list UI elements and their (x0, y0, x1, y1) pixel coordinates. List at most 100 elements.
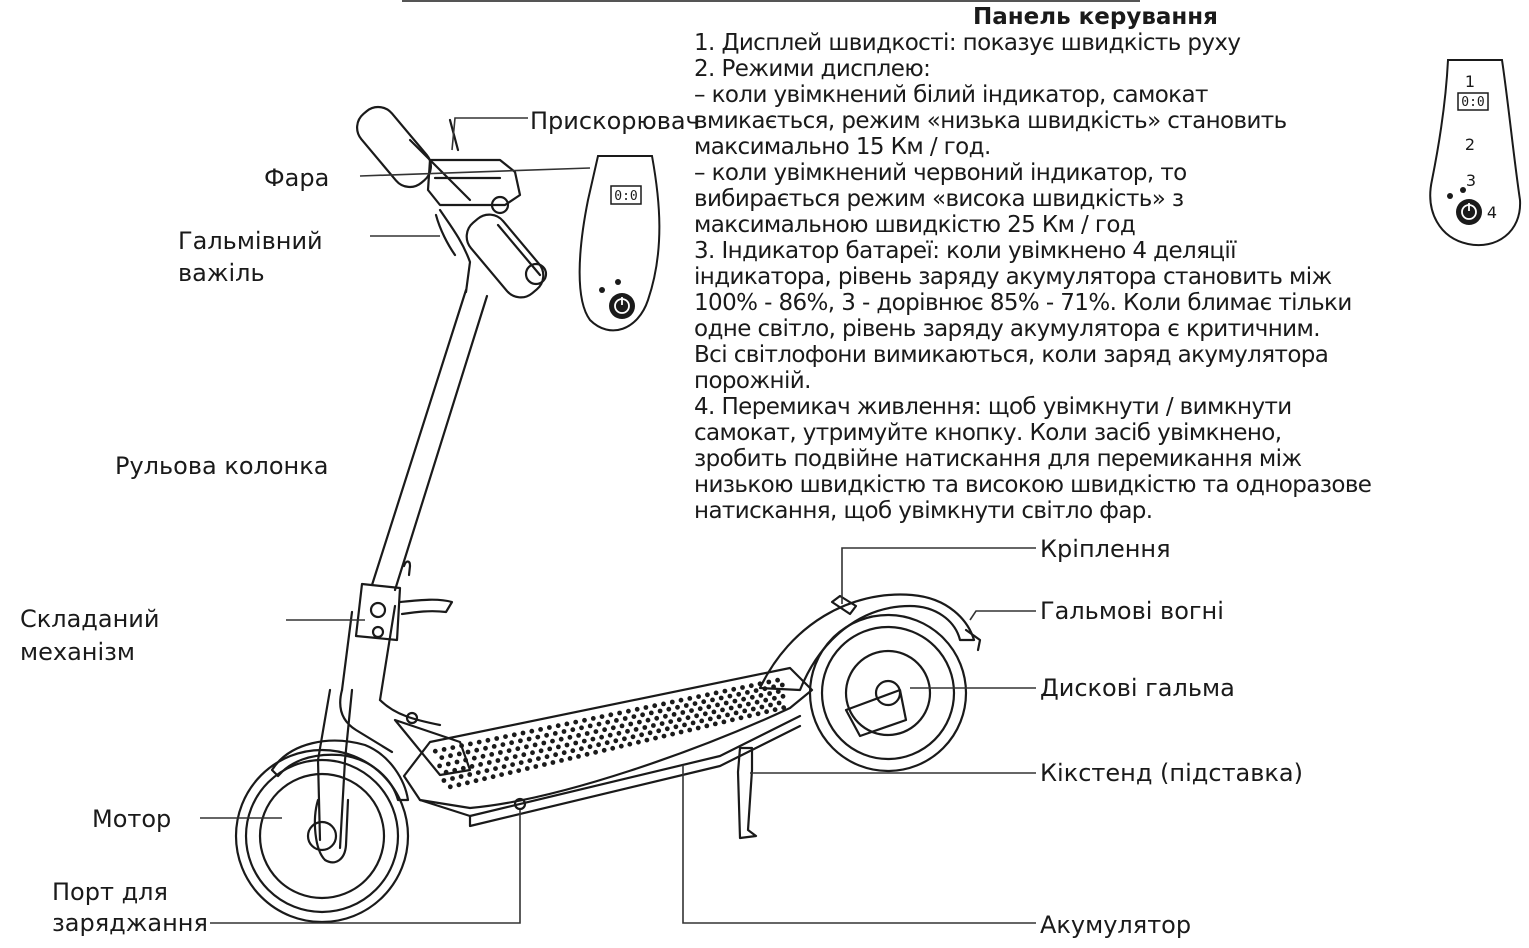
deck-grip-dot (441, 747, 447, 752)
deck-grip-dot (731, 686, 737, 692)
deck-grip-dot (495, 758, 501, 763)
deck-grip-dot (619, 723, 625, 729)
deck-grip-dot (521, 752, 527, 758)
panel-line: порожній. (694, 368, 811, 394)
front-wheel (234, 748, 410, 924)
deck-grip-dot (590, 736, 596, 742)
deck-grip-dot (567, 734, 573, 740)
deck-grip-dot (527, 758, 533, 763)
panel-line: максимальною швидкістю 25 Км / год (694, 212, 1136, 238)
control-panel-small: 0:0 (578, 155, 661, 332)
deck-grip-dot (728, 705, 734, 711)
deck-grip-dot (661, 701, 666, 707)
leader-brake-lights (969, 610, 1036, 621)
deck-grip-dot (747, 713, 752, 719)
deck-grip-dot (738, 715, 744, 721)
deck-grip-dot (675, 704, 680, 710)
deck-grip-dot (750, 706, 756, 712)
deck-grip-dot (518, 760, 524, 765)
label-brake-lever-1: Гальмівний (178, 227, 323, 255)
deck-grip-dot (648, 710, 654, 716)
deck-grip-dot (654, 715, 660, 721)
deck-grip-dot (558, 736, 564, 742)
deck-grip-dot (762, 686, 768, 692)
deck-grip-dot (447, 784, 453, 790)
handlebar (356, 105, 548, 299)
deck-grip-dot (491, 744, 497, 749)
deck-grip-dot (694, 713, 699, 719)
folding-mechanism-drawing (354, 560, 454, 642)
deck-grip-dot (593, 749, 598, 755)
deck-grip-dot (712, 721, 718, 727)
deck-grip-dot (506, 748, 512, 753)
deck-grip-dot (637, 719, 642, 725)
deck-grip-dot (604, 740, 610, 746)
deck-grip-dot (614, 718, 619, 723)
deck-grip-dot (780, 693, 786, 699)
label-steering-column: Рульова колонка (115, 452, 329, 480)
deck-grip-dot (581, 738, 587, 744)
deck-grip-dot (671, 712, 677, 717)
scooter-illustration (234, 105, 982, 924)
deck-grip-dot (547, 725, 552, 730)
power-button-small (609, 293, 635, 319)
deck-grip-dot (556, 744, 561, 750)
leader-accelerator (451, 117, 528, 151)
deck-grip-dot (730, 717, 735, 723)
deck-grip-dot (652, 703, 658, 709)
label-headlight: Фара (264, 164, 330, 192)
deck-grip-dot (579, 725, 584, 731)
deck-grip-dot (755, 711, 761, 717)
deck-grip-dot (668, 719, 674, 724)
deck-grip-dot (515, 746, 521, 752)
deck-grip-dot (723, 700, 729, 706)
deck-grip-dot (452, 767, 458, 773)
deck-grip-dot (499, 772, 504, 777)
panel-line: вмикається, режим «низька швидкість» ста… (694, 108, 1287, 134)
deck-grip-dot (626, 708, 631, 714)
deck-grip-dot (599, 734, 604, 740)
deck-grip-dot (538, 748, 544, 754)
label-accelerator: Прискорювач (530, 107, 700, 135)
deck-grip-dot (593, 729, 599, 734)
panel-line: 100% - 86%, 3 - дорівнює 85% - 71%. Коли… (694, 290, 1352, 316)
deck-grip-dot (690, 720, 696, 726)
deck-grip-dot (764, 709, 769, 715)
panel-line: 1. Дисплей швидкості: показує швидкість … (694, 30, 1241, 56)
deck-grip-dot (696, 694, 701, 699)
deck-grip-dot (494, 736, 500, 741)
deck-grip-dot (633, 727, 639, 732)
deck-grip-dot (687, 727, 693, 733)
deck-grip-dot (573, 740, 579, 746)
deck-grip-dot (511, 732, 517, 738)
deck-grip-dot (617, 710, 622, 716)
deck-grip-dot (448, 753, 453, 759)
deck-grip-dot (685, 715, 691, 721)
deck-grip-dot (456, 751, 462, 757)
deck-grip-dot (627, 741, 633, 747)
deck-grip-dot (524, 744, 529, 750)
deck-grip-dot (701, 699, 707, 705)
deck-grip-dot (500, 742, 506, 747)
deck-grip-dot (579, 746, 584, 752)
deck-grip-dot (608, 712, 614, 718)
deck-grip-dot (707, 716, 713, 722)
deck-grip-dot (661, 733, 667, 739)
deck-grip-dot (622, 716, 628, 721)
deck-grip-dot (732, 698, 738, 704)
leader-mount (841, 547, 1036, 604)
deck-grip-dot (634, 706, 640, 712)
deck-grip-dot (631, 714, 637, 719)
label-mount: Кріплення (1040, 535, 1171, 563)
deck-grip-dot (682, 722, 687, 728)
leader-battery (682, 765, 1036, 924)
deck-grip-dot (480, 753, 486, 759)
deck-grip-dot (450, 745, 456, 750)
deck-grip-dot (616, 730, 622, 736)
deck-grip-dot (715, 702, 720, 708)
deck-grip-dot (503, 734, 508, 739)
deck-grip-dot (781, 705, 787, 711)
deck-grip-dot (529, 728, 535, 734)
deck-grip-dot (450, 776, 455, 781)
deck-grip-dot (541, 740, 547, 746)
